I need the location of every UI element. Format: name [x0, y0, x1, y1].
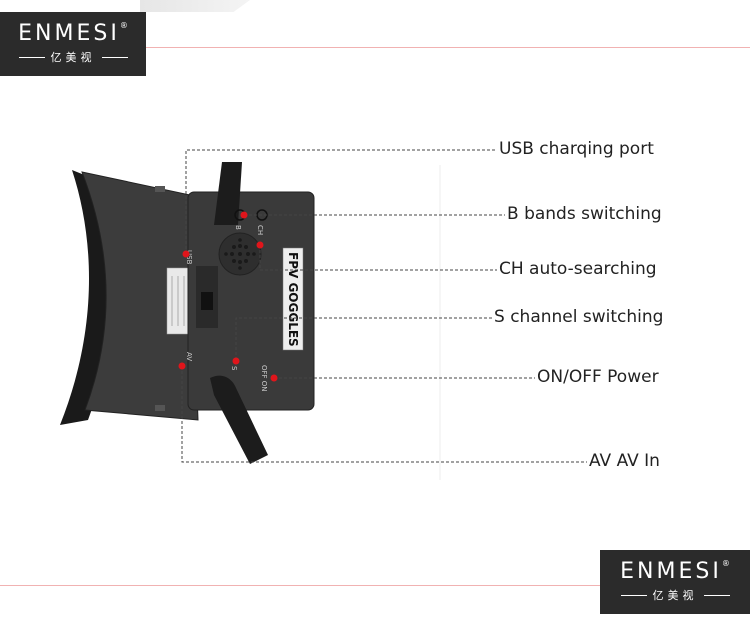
- marker-b-bands: [240, 211, 248, 219]
- leader-usb: [185, 149, 497, 254]
- leader-av: [181, 366, 587, 463]
- callout-leader-lines: [181, 149, 587, 463]
- callout-b-bands: B bands switching: [507, 204, 662, 224]
- brand-name: ENMESI: [18, 21, 120, 46]
- brand-dash-right: [101, 56, 128, 58]
- callout-ch-search: CH auto-searching: [499, 259, 657, 279]
- brand-dash-left-bottom: [620, 594, 647, 596]
- on-off-switch-label: OFF ON: [260, 365, 268, 392]
- marker-s-channel: [232, 357, 240, 365]
- marker-ch: [256, 241, 264, 249]
- b-switch-label: B: [234, 225, 242, 230]
- brand-logo-bottom: ENMESI® 亿美视: [600, 550, 750, 614]
- brand-name-row-bottom: ENMESI®: [600, 550, 750, 584]
- red-markers: [178, 211, 278, 382]
- speaker-holes: [224, 238, 256, 270]
- top-divider-line: [146, 47, 750, 48]
- brand-registered-mark: ®: [119, 21, 128, 30]
- receiver-module: [187, 191, 315, 411]
- callout-usb-charging: USB charqing port: [499, 139, 654, 159]
- side-slider-knob: [201, 292, 213, 310]
- fpv-label-plate: [282, 247, 304, 351]
- s-switch-label: S: [230, 366, 238, 371]
- fpv-goggles-label: FPV GOGGLES: [286, 252, 300, 347]
- brand-dash-left: [18, 56, 45, 58]
- goggles-left-housing: [81, 171, 199, 421]
- antenna-bottom: [210, 375, 268, 464]
- brand-name-bottom: ENMESI: [620, 559, 722, 584]
- brand-chinese-name-bottom: 亿美视: [652, 589, 698, 602]
- brand-registered-mark-bottom: ®: [721, 559, 730, 568]
- usb-port-label: USB: [185, 250, 193, 265]
- marker-av: [178, 362, 186, 370]
- marker-usb: [182, 250, 190, 258]
- ch-switch-label: CH: [256, 225, 264, 235]
- antenna-top: [214, 162, 242, 225]
- callout-s-channel: S channel switching: [494, 307, 664, 327]
- brand-subtitle-row: 亿美视: [0, 49, 146, 65]
- housing-clip-top: [155, 186, 165, 192]
- housing-clip-bottom: [155, 405, 165, 411]
- brand-name-row: ENMESI®: [0, 12, 146, 46]
- marker-on-off: [270, 374, 278, 382]
- top-corner-decoration: [140, 0, 250, 12]
- bottom-divider-line: [0, 585, 600, 586]
- leader-ch: [259, 245, 497, 271]
- brand-chinese-name: 亿美视: [50, 51, 96, 64]
- av-port-label: AV: [185, 352, 193, 361]
- brand-subtitle-row-bottom: 亿美视: [600, 587, 750, 603]
- callout-on-off: ON/OFF Power: [537, 367, 659, 387]
- leader-s-channel: [235, 317, 492, 360]
- brand-logo-top: ENMESI® 亿美视: [0, 12, 146, 76]
- brand-dash-right-bottom: [703, 594, 730, 596]
- callout-av-in: AV AV In: [589, 451, 660, 471]
